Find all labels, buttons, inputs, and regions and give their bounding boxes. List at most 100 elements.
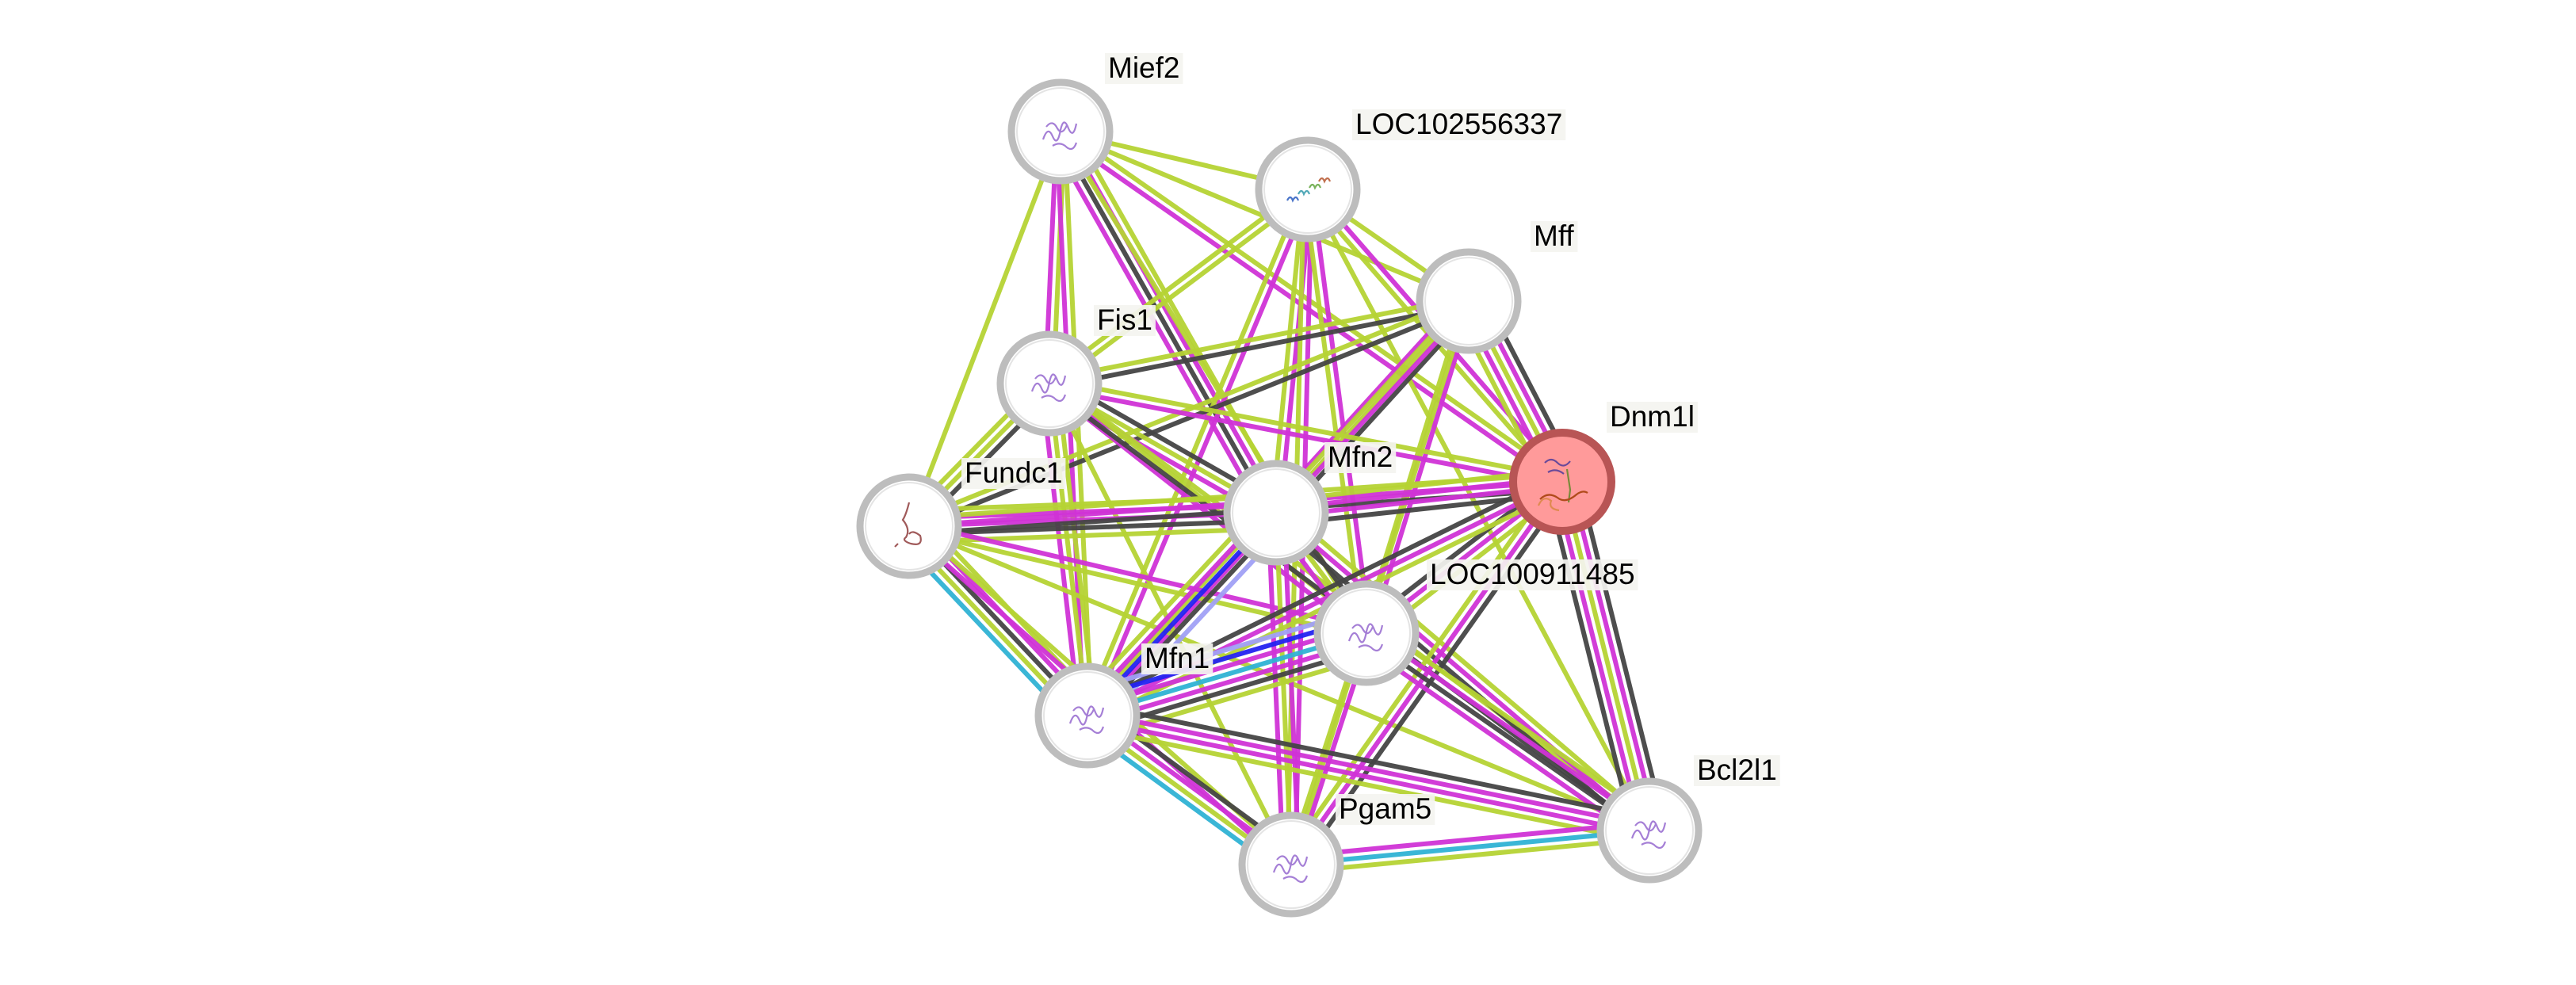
edge-loc102556337-fis1[interactable] (1045, 184, 1312, 389)
edge-line-textmining (1047, 383, 1090, 716)
edge-fis1-dnm1l[interactable] (1048, 377, 1564, 488)
edge-mfn2-pgam5[interactable] (1266, 512, 1301, 865)
node-mief2[interactable] (1007, 78, 1114, 185)
helix-structure-icon (1298, 189, 1311, 197)
protein-node[interactable] (1223, 460, 1329, 566)
edge-line-experiments (909, 520, 1368, 632)
node-inner-ring (1016, 87, 1105, 176)
edge-mff-fis1[interactable] (1048, 295, 1470, 390)
node-label-text: LOC100911485 (1430, 558, 1635, 590)
edge-line-textmining (1371, 621, 1658, 823)
node-inner-ring (1424, 257, 1513, 346)
edge-line-coexpression (1269, 517, 1646, 838)
node-label-loc102556337[interactable]: LOC102556337 (1352, 108, 1566, 140)
edge-line-coexpression (1544, 485, 1637, 835)
node-label-pgam5[interactable]: Pgam5 (1336, 792, 1435, 825)
node-label-bcl2l1[interactable]: Bcl2l1 (1694, 754, 1780, 786)
nodes-layer (856, 78, 1703, 918)
query-protein-node[interactable] (1509, 429, 1615, 535)
node-pgam5[interactable] (1238, 811, 1344, 918)
protein-node[interactable] (856, 473, 962, 579)
protein-node[interactable] (1416, 248, 1522, 354)
edge-mfn2-bcl2l1[interactable] (1269, 505, 1657, 838)
node-label-loc100911485[interactable]: LOC100911485 (1427, 558, 1638, 590)
edge-loc102556337-mfn2[interactable] (1270, 189, 1314, 513)
edge-loc102556337-mfn1[interactable] (1081, 186, 1314, 719)
edge-line-textmining (909, 525, 1277, 544)
node-label-fis1[interactable]: Fis1 (1094, 304, 1156, 336)
label-background (1694, 755, 1780, 786)
edge-line-coexpression (1575, 477, 1668, 827)
label-background (1336, 794, 1435, 825)
edge-line-textmining (1279, 505, 1657, 827)
label-background (961, 458, 1066, 489)
label-background (1531, 221, 1578, 252)
node-loc102556337[interactable] (1255, 136, 1361, 242)
edge-line-experiments (1290, 820, 1649, 860)
node-label-text: Dnm1l (1610, 400, 1695, 433)
node-mfn1[interactable] (1034, 662, 1141, 769)
node-label-mfn1[interactable]: Mfn1 (1141, 642, 1213, 674)
label-background (1141, 643, 1213, 674)
node-label-mfn2[interactable]: Mfn2 (1324, 441, 1397, 473)
protein-node[interactable] (1255, 136, 1361, 242)
edge-pgam5-bcl2l1[interactable] (1290, 820, 1651, 875)
node-label-fundc1[interactable]: Fundc1 (961, 456, 1066, 489)
edge-line-experiments (1086, 716, 1649, 837)
edge-line-textmining (1054, 382, 1098, 716)
node-dnm1l[interactable] (1509, 429, 1615, 535)
node-label-text: Pgam5 (1339, 792, 1431, 825)
edge-line-textmining (1270, 189, 1307, 513)
edge-fis1-mfn1[interactable] (1039, 382, 1098, 717)
node-label-text: Fundc1 (965, 456, 1062, 489)
protein-structure-icon (1068, 705, 1105, 735)
node-label-dnm1l[interactable]: Dnm1l (1607, 400, 1698, 433)
edge-line-experiments (1088, 189, 1314, 719)
edge-line-textmining (1081, 186, 1307, 716)
protein-structure-icon (1539, 491, 1588, 502)
edge-mief2-fundc1[interactable] (907, 130, 1063, 528)
edge-line-textmining (1560, 481, 1652, 831)
node-label-mff[interactable]: Mff (1531, 220, 1578, 252)
edge-line-experiments (1567, 479, 1660, 830)
node-inner-ring (1263, 145, 1352, 234)
node-bcl2l1[interactable] (1596, 777, 1703, 884)
edge-line-experiments (1309, 188, 1373, 633)
node-mff[interactable] (1416, 248, 1522, 354)
node-label-text: Mff (1534, 220, 1574, 252)
node-label-text: Mief2 (1108, 52, 1179, 84)
edge-dnm1l-bcl2l1[interactable] (1544, 477, 1668, 835)
node-inner-ring (1005, 339, 1094, 428)
helix-structure-icon (1309, 183, 1322, 190)
edge-line-experiments (1087, 709, 1651, 830)
edge-mfn1-bcl2l1[interactable] (1084, 701, 1653, 845)
node-fundc1[interactable] (856, 473, 962, 579)
edge-line-experiments (1048, 136, 1268, 520)
protein-structure-icon (1544, 458, 1571, 475)
edge-line-coexpression (909, 302, 1471, 533)
label-background (1427, 559, 1638, 590)
edge-fundc1-bcl2l1[interactable] (908, 524, 1651, 833)
node-loc100911485[interactable] (1313, 580, 1420, 686)
node-mfn2[interactable] (1223, 460, 1329, 566)
protein-structure-icon (1537, 498, 1560, 512)
edge-loc102556337-loc100911485[interactable] (1301, 188, 1373, 635)
protein-structure-icon (1272, 854, 1309, 884)
edge-loc102556337-bcl2l1[interactable] (1305, 188, 1652, 832)
protein-structure-icon (1030, 373, 1067, 403)
node-label-text: Bcl2l1 (1697, 754, 1777, 786)
edge-line-coexpression (1363, 634, 1649, 836)
node-inner-ring (1232, 468, 1320, 557)
label-background (1105, 53, 1183, 84)
node-fis1[interactable] (996, 330, 1103, 437)
node-inner-ring (1605, 786, 1694, 875)
edge-line-experiments (1039, 384, 1083, 717)
edge-line-experiments (1275, 510, 1651, 833)
edge-line-databases (1290, 828, 1650, 867)
node-label-text: LOC102556337 (1355, 108, 1562, 140)
node-inner-ring (1322, 589, 1411, 678)
node-label-mief2[interactable]: Mief2 (1105, 52, 1183, 84)
protein-structure-icon (1565, 468, 1572, 503)
